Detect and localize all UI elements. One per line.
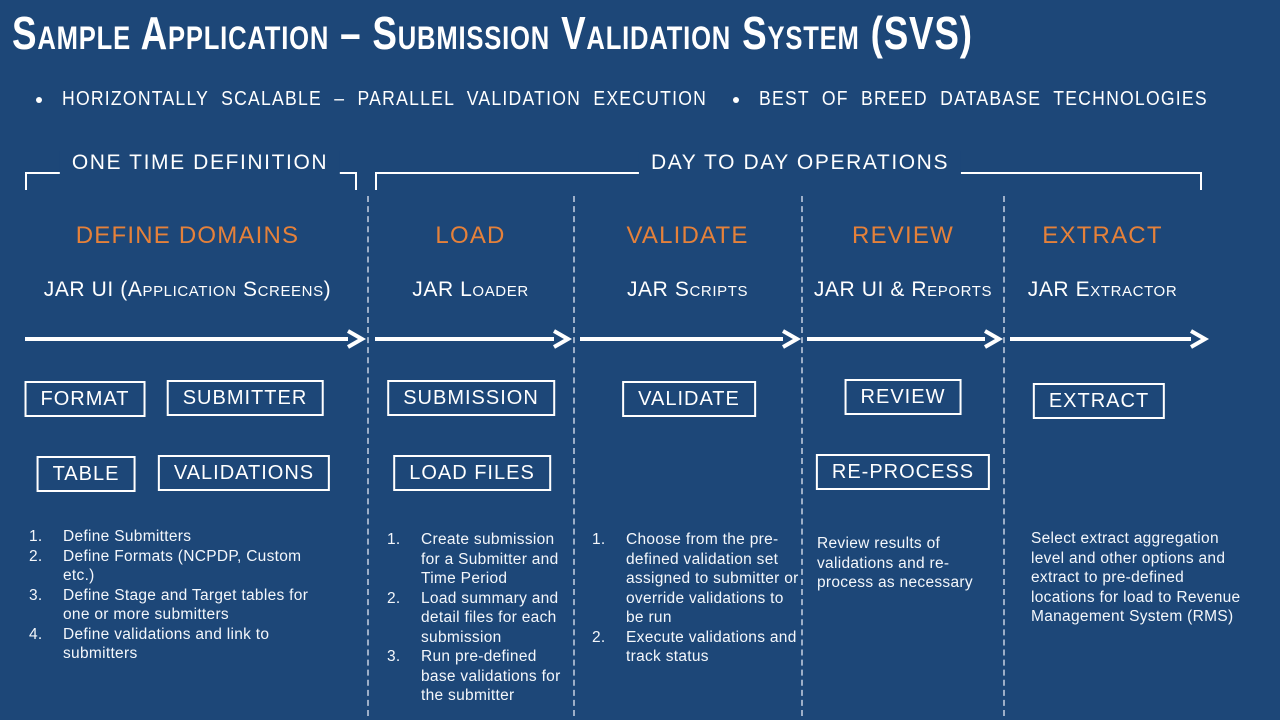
- box-review: REVIEW: [844, 379, 962, 415]
- note-item: Define Stage and Target tables for one o…: [29, 586, 309, 624]
- column-header-define-domains: DEFINE DOMAINS: [75, 222, 300, 249]
- notes-text-review: Review results of validations and re-pro…: [817, 535, 973, 591]
- column-header-review: REVIEW: [852, 222, 954, 249]
- note-item: Execute validations and track status: [592, 628, 797, 666]
- box-validations: VALIDATIONS: [157, 455, 331, 491]
- column-subtitle-jar-ui-reports: JAR UI & Reports: [813, 278, 993, 301]
- column-subtitle-jar-loader: JAR Loader: [412, 278, 529, 301]
- column-divider: [573, 196, 575, 716]
- bullet-dot-icon: [36, 97, 42, 103]
- page-title: Sample Application – Submission Validati…: [12, 7, 973, 59]
- note-item: Choose from the pre-defined validation s…: [592, 530, 799, 626]
- note-item: Load summary and detail files for each s…: [387, 589, 559, 646]
- column-subtitle-jar-extractor: JAR Extractor: [1027, 278, 1178, 301]
- note-item: Define Formats (NCPDP, Custom etc.): [29, 547, 302, 585]
- note-item: Create submission for a Submitter and Ti…: [387, 530, 559, 587]
- bracket-label-day-to-day: DAY TO DAY OPERATIONS: [638, 151, 962, 175]
- bullet-text: BEST OF BREED DATABASE TECHNOLOGIES: [759, 88, 1208, 110]
- box-table: TABLE: [36, 456, 136, 492]
- notes-text-extract: Select extract aggregation level and oth…: [1031, 530, 1241, 625]
- box-re-process: RE-PROCESS: [815, 454, 991, 490]
- column-header-load: LOAD: [435, 222, 506, 249]
- box-format: FORMAT: [24, 381, 146, 417]
- column-subtitle-jar-ui: JAR UI (Application Screens): [43, 278, 332, 301]
- notes-list-validate: Choose from the pre-defined validation s…: [588, 530, 806, 667]
- column-header-validate: VALIDATE: [626, 222, 749, 249]
- note-item: Define Submitters: [29, 527, 192, 546]
- column-divider: [801, 196, 803, 716]
- column-subtitle-jar-scripts: JAR Scripts: [626, 278, 749, 301]
- flow-arrows: [25, 329, 1210, 349]
- bracket-label-one-time: ONE TIME DEFINITION: [59, 151, 341, 175]
- box-validate: VALIDATE: [622, 381, 756, 417]
- bullet-text: HORIZONTALLY SCALABLE – PARALLEL VALIDAT…: [62, 88, 708, 110]
- column-header-extract: EXTRACT: [1042, 222, 1163, 249]
- box-submitter: SUBMITTER: [166, 380, 324, 416]
- note-item: Run pre-defined base validations for the…: [387, 647, 561, 704]
- box-extract: EXTRACT: [1032, 383, 1166, 419]
- note-item: Define validations and link to submitter…: [29, 625, 270, 663]
- box-load-files: LOAD FILES: [393, 455, 551, 491]
- bullet-dot-icon: [733, 97, 739, 103]
- column-divider: [367, 196, 369, 716]
- column-divider: [1003, 196, 1005, 716]
- notes-list-define-domains: Define Submitters Define Formats (NCPDP,…: [25, 527, 325, 664]
- notes-list-load: Create submission for a Submitter and Ti…: [383, 530, 575, 706]
- box-submission: SUBMISSION: [387, 380, 555, 416]
